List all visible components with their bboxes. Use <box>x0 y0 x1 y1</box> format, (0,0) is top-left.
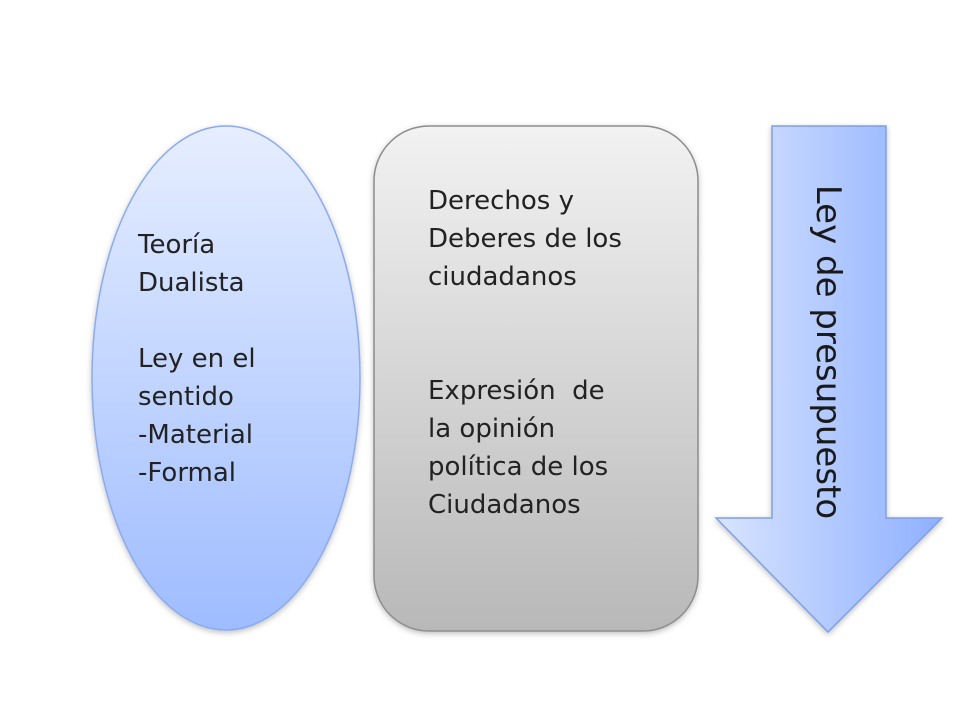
oval-line-5: -Material <box>138 420 254 450</box>
box-text: Derechos y Deberes de los ciudadanos Exp… <box>428 182 678 524</box>
oval-line-6: -Formal <box>138 458 237 488</box>
box-line-6: política de los <box>428 452 609 482</box>
oval-line-4: sentido <box>138 382 234 412</box>
box-line-7: Ciudadanos <box>428 490 581 520</box>
box-spacer <box>428 296 678 372</box>
down-arrow-shape <box>714 125 944 634</box>
box-line-3: ciudadanos <box>428 262 577 292</box>
oval-spacer <box>138 302 338 340</box>
box-line-5: la opinión <box>428 414 556 444</box>
box-line-2: Deberes de los <box>428 224 622 254</box>
box-line-1: Derechos y <box>428 186 575 216</box>
arrow-label-text: Ley de presupuesto <box>808 184 848 520</box>
oval-shape <box>91 125 361 631</box>
box-line-4: Expresión de <box>428 376 605 406</box>
rounded-box-shape <box>373 125 699 632</box>
oval-title-line-1: Teoría <box>138 230 216 260</box>
oval-text: Teoría Dualista Ley en el sentido -Mater… <box>138 226 338 492</box>
oval-title-line-2: Dualista <box>138 268 245 298</box>
oval-line-3: Ley en el <box>138 344 256 374</box>
